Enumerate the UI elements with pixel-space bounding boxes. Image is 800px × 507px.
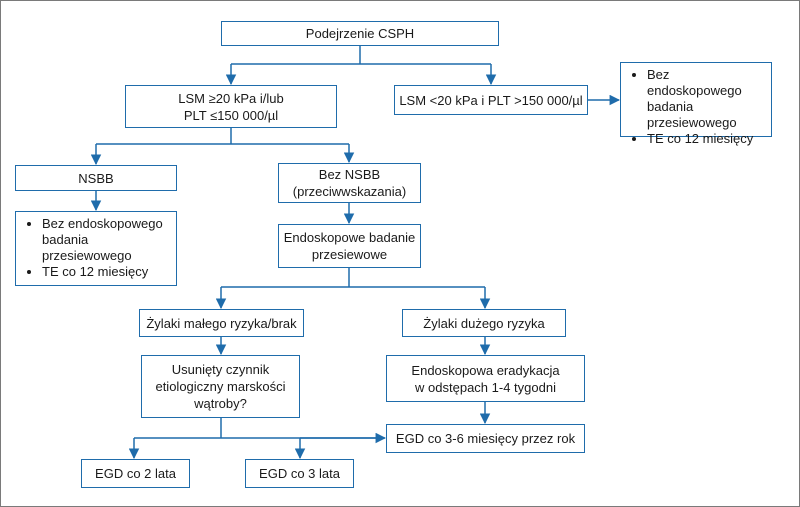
- node-varices-small: Żylaki małego ryzyka/brak: [139, 309, 304, 337]
- node-suspicion-text: Podejrzenie CSPH: [305, 26, 415, 41]
- node-egd-3: EGD co 3 lata: [245, 459, 354, 488]
- no-screening-left-item-2: TE co 12 miesięcy: [42, 264, 163, 280]
- node-screening-line-2: przesiewowe: [311, 247, 388, 262]
- node-varices-large: Żylaki dużego ryzyka: [402, 309, 566, 337]
- node-nsbb: NSBB: [15, 165, 177, 191]
- node-egd-3-text: EGD co 3 lata: [259, 466, 340, 481]
- node-nsbb-text: NSBB: [78, 170, 114, 186]
- node-lsm-low-text: LSM <20 kPa i PLT >150 000/µl: [399, 92, 583, 108]
- node-no-nsbb-line-2: (przeciwwskazania): [292, 184, 407, 199]
- node-egd-3-6-text: EGD co 3-6 miesięcy przez rok: [395, 431, 576, 446]
- node-egd-2: EGD co 2 lata: [81, 459, 190, 488]
- node-etiology-line-1: Usunięty czynnik: [171, 362, 270, 377]
- node-egd-2-text: EGD co 2 lata: [95, 466, 176, 481]
- node-eradication: Endoskopowa eradykacja w odstępach 1-4 t…: [386, 355, 585, 402]
- no-screening-top-item-2: TE co 12 miesięcy: [647, 131, 765, 147]
- node-screening: Endoskopowe badanie przesiewowe: [278, 224, 421, 268]
- node-lsm-high-line-1: LSM ≥20 kPa i/lub: [178, 90, 284, 106]
- node-no-nsbb: Bez NSBB (przeciwwskazania): [278, 163, 421, 203]
- node-etiology-line-2: etiologiczny marskości: [155, 379, 286, 394]
- node-no-nsbb-line-1: Bez NSBB: [318, 167, 381, 182]
- node-etiology-line-3: wątroby?: [194, 396, 247, 411]
- node-eradication-line-2: w odstępach 1-4 tygodni: [415, 379, 556, 395]
- node-lsm-low: LSM <20 kPa i PLT >150 000/µl: [394, 85, 588, 115]
- node-lsm-high: LSM ≥20 kPa i/lub PLT ≤150 000/µl: [125, 85, 337, 128]
- node-screening-line-1: Endoskopowe badanie: [283, 230, 416, 245]
- node-eradication-line-1: Endoskopowa eradykacja: [411, 362, 560, 378]
- node-lsm-high-line-2: PLT ≤150 000/µl: [183, 107, 279, 123]
- node-varices-large-text: Żylaki dużego ryzyka: [423, 315, 545, 331]
- node-egd-3-6: EGD co 3-6 miesięcy przez rok: [386, 424, 585, 453]
- node-varices-small-text: Żylaki małego ryzyka/brak: [146, 315, 297, 331]
- node-etiology: Usunięty czynnik etiologiczny marskości …: [141, 355, 300, 418]
- node-suspicion: Podejrzenie CSPH: [221, 21, 499, 46]
